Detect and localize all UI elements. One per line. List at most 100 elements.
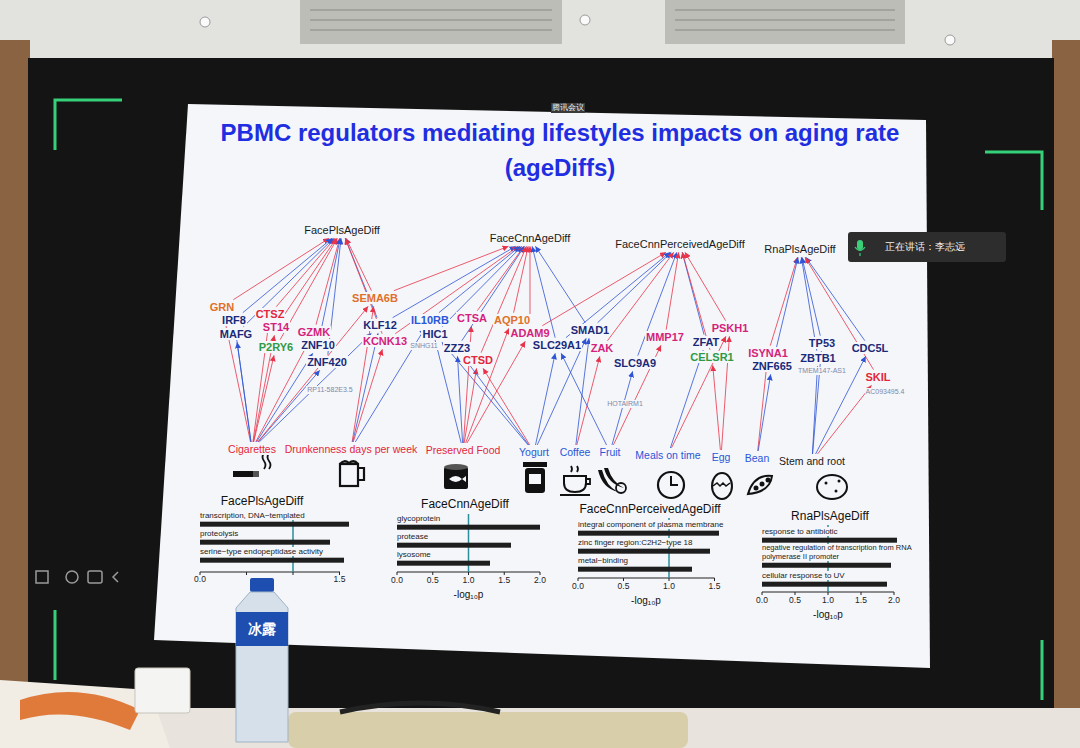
node-text: Egg — [712, 451, 731, 463]
gene-node: GRN — [209, 301, 235, 314]
tick-label: 1.0 — [462, 576, 476, 586]
tick-label: 0.5 — [426, 576, 440, 586]
term-label: protease — [396, 532, 429, 541]
node-text: ISYNA1 — [748, 347, 788, 360]
gene-node: ZAK — [590, 342, 615, 355]
target-label: RnaPlsAgeDiff — [763, 243, 836, 256]
potato-icon — [825, 482, 828, 485]
food-wrapper — [20, 692, 140, 730]
can-icon — [444, 464, 468, 470]
gene-node: HIC1 — [421, 328, 448, 341]
gene-node: SMAD1 — [570, 324, 611, 337]
lifestyle-node: Coffee — [559, 446, 592, 458]
regulation-arrow — [607, 252, 673, 340]
node-text: SLC9A9 — [614, 357, 656, 370]
slide-title: PBMC regulators mediating lifestyles imp… — [200, 116, 920, 186]
gene-node: ZZZ3 — [443, 342, 471, 355]
regulation-arrow — [758, 374, 770, 451]
node-text: Fruit — [600, 446, 621, 458]
gene-node: ST14 — [262, 321, 290, 334]
mic-icon — [857, 240, 863, 250]
node-text: CTSA — [457, 312, 487, 325]
gene-node: TP53 — [808, 337, 836, 350]
regulation-arrow — [613, 345, 661, 445]
gene-node: ZFAT — [692, 336, 721, 349]
lifestyle-node: Bean — [744, 452, 771, 464]
gene-label: HOTAIRM1 — [606, 400, 644, 408]
node-text: FaceCnnAgeDiff — [490, 232, 571, 245]
regulation-arrow — [542, 252, 666, 325]
node-text: ZBTB1 — [800, 352, 835, 365]
term-label: transcription, DNA−templated — [199, 511, 306, 520]
corner-bracket — [985, 152, 1042, 210]
bottle-brand: 冰露 — [247, 621, 277, 637]
gene-node: SLC29A1 — [532, 339, 582, 352]
term-label: serine−type endopeptidase activity — [199, 547, 324, 556]
lifestyle-node: Egg — [711, 451, 732, 463]
regulation-arrow — [457, 356, 462, 443]
bean-icon — [754, 486, 759, 491]
regulation-arrow — [256, 353, 312, 442]
lifestyle-node: Fruit — [599, 446, 622, 458]
node-text: KLF12 — [363, 319, 397, 332]
cigarette-icon — [233, 471, 259, 477]
panel-title: FaceCnnPerceivedAgeDiff — [578, 503, 721, 517]
bean-icon — [748, 476, 772, 494]
node-text: IRF8 — [222, 314, 246, 327]
node-text: KCNK13 — [363, 335, 407, 348]
lifestyle-node: Preserved Food — [425, 444, 502, 456]
gene-node: KCNK13 — [362, 335, 408, 348]
term-label: proteolysis — [199, 529, 239, 538]
clock-icon — [658, 472, 684, 498]
gene-label: RP11-582E3.5 — [306, 386, 353, 394]
regulation-arrow — [258, 370, 320, 442]
gene-node: CTSD — [462, 354, 494, 367]
bar — [578, 567, 692, 572]
meeting-control — [66, 571, 78, 583]
term-label: negative regulation of transcription fro… — [761, 544, 928, 561]
panel-title: RnaPlsAgeDiff — [790, 510, 870, 524]
gene-node: MAFG — [219, 328, 253, 341]
axis — [762, 592, 894, 595]
node-text: IL10RB — [411, 314, 449, 327]
node-text: HIC1 — [422, 328, 447, 341]
node-text: Bean — [745, 452, 770, 464]
regulation-arrow — [439, 246, 520, 312]
node-text: ZFAT — [693, 336, 720, 349]
node-text: ZNF420 — [307, 356, 347, 369]
speaker-indicator: 正在讲话：李志远 — [884, 241, 966, 253]
node-text: Yogurt — [519, 446, 549, 458]
tick-label: 0.5 — [617, 582, 631, 592]
gene-node: ZBTB1 — [799, 352, 836, 365]
gene-node: IL10RB — [410, 314, 450, 327]
gene-node: CDC5L — [851, 342, 890, 355]
tick-label: 1.5 — [333, 575, 347, 585]
gene-node: CTSZ — [255, 308, 286, 321]
regulation-arrow — [566, 252, 670, 337]
regulation-arrow — [666, 252, 678, 329]
tick-label: 0.0 — [390, 576, 404, 586]
gene-node: P2RY6 — [258, 341, 294, 354]
potato-icon — [838, 480, 841, 483]
target-label: FaceCnnPerceivedAgeDiff — [614, 238, 745, 251]
regulation-arrow — [812, 366, 817, 454]
regulation-arrow — [598, 252, 672, 322]
meeting-control — [36, 571, 48, 583]
node-text: SKIL — [865, 371, 890, 384]
tick-label: 0.0 — [571, 582, 585, 592]
gene-label: TMEM147-AS1 — [797, 367, 847, 375]
regulation-arrow — [802, 257, 820, 335]
node-text: TP53 — [809, 337, 835, 350]
node-text: CTSD — [463, 354, 493, 367]
meeting-control — [113, 572, 118, 582]
node-text: PSKH1 — [712, 322, 749, 335]
regulation-arrow — [806, 257, 865, 340]
gene-node: SKIL — [864, 371, 891, 384]
bar — [762, 563, 891, 568]
node-text: Stem and root — [779, 455, 845, 467]
node-text: ZAK — [591, 342, 614, 355]
tick-label: 2.0 — [533, 576, 547, 586]
gene-node: CTSA — [456, 312, 488, 325]
bar — [200, 522, 349, 527]
regulation-arrow — [393, 246, 516, 317]
